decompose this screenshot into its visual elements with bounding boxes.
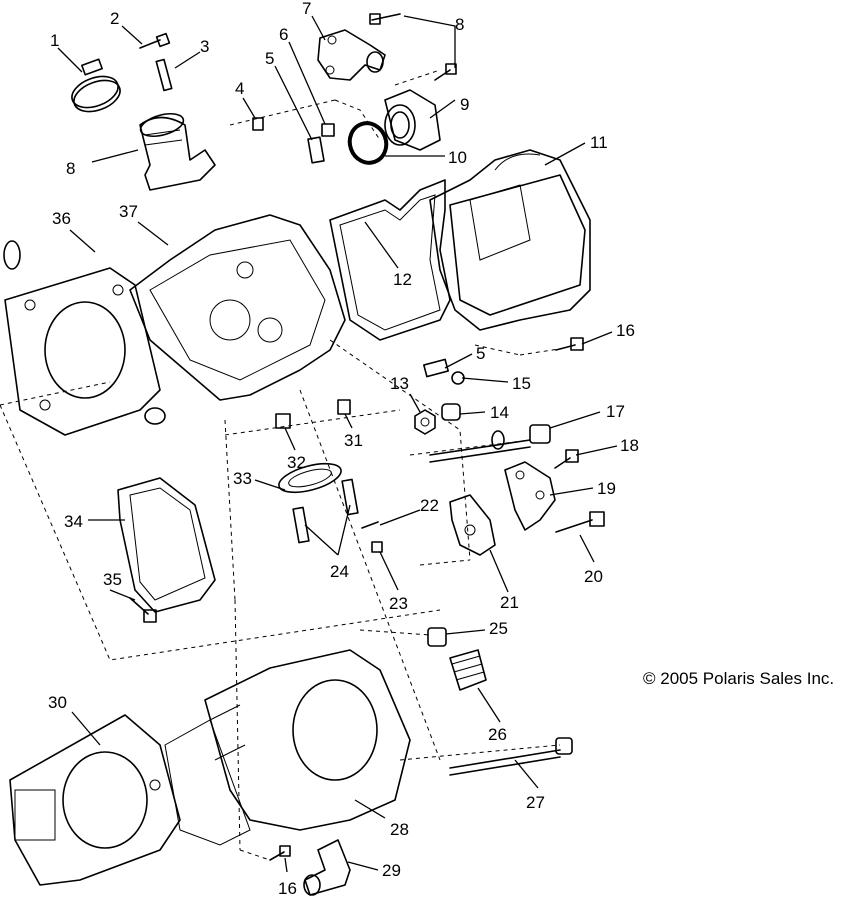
bolts-top-part (369, 13, 457, 81)
callout-label: 31 (344, 431, 363, 450)
lower-gasket-part (9, 714, 181, 886)
bolt-lower-part (129, 597, 157, 623)
callout-label: 10 (448, 148, 467, 167)
callout-label: 36 (52, 209, 71, 228)
callout-label: 26 (488, 725, 507, 744)
bolt-20-part (555, 511, 605, 533)
callout-label: 32 (287, 453, 306, 472)
callout-label: 5 (265, 49, 274, 68)
callout-label: 2 (110, 9, 119, 28)
callout-label: 15 (512, 374, 531, 393)
callout-label: 8 (66, 159, 75, 178)
callout-label: 23 (389, 594, 408, 613)
callout-label: 18 (620, 436, 639, 455)
callout-label: 13 (390, 374, 409, 393)
valve-keeper-part (361, 521, 383, 553)
cylinder-base-gasket-part (117, 477, 216, 613)
water-outlet-part (384, 89, 441, 151)
callout-label: 34 (64, 512, 83, 531)
bolt-bottom-part (269, 845, 291, 861)
callout-label: 4 (235, 79, 244, 98)
callout-label: 1 (50, 31, 59, 50)
callout-label: 8 (455, 15, 464, 34)
long-stud-part (449, 737, 573, 776)
dowel-25-part (427, 627, 447, 647)
cylinder-part (164, 649, 411, 846)
callout-label: 12 (393, 270, 412, 289)
bolt-right-part (555, 337, 584, 351)
callout-label: 3 (200, 37, 209, 56)
exhaust-gasket-part (278, 462, 342, 494)
valve-sleeve-part (307, 136, 325, 164)
bolt-18-part (554, 449, 579, 469)
callout-label: 20 (584, 567, 603, 586)
assembly-guide-lines (0, 69, 566, 861)
dowel-pin-part (252, 117, 264, 131)
bolt-part (139, 32, 171, 49)
nut-part (321, 123, 335, 137)
callout-label: 6 (279, 25, 288, 44)
thermostat-housing-part (317, 29, 386, 81)
callout-label: 29 (382, 861, 401, 880)
callout-label: 16 (616, 321, 635, 340)
callout-label: 11 (590, 133, 608, 152)
callout-label: 14 (490, 403, 509, 422)
callout-label: 17 (606, 402, 625, 421)
pin-and-fitting-part (275, 399, 351, 429)
callout-label: 16 (278, 879, 297, 898)
callout-label: 27 (526, 793, 545, 812)
o-ring-part (347, 121, 389, 165)
long-bolt-part (429, 424, 551, 463)
callout-label: 21 (500, 593, 519, 612)
leader-lines (57, 15, 618, 873)
callout-label: 5 (476, 344, 485, 363)
cylinder-head-part (129, 214, 346, 425)
rocker-arm-part (449, 494, 496, 556)
head-gasket-part (3, 240, 161, 436)
callout-label: 28 (390, 820, 409, 839)
stud-part (155, 58, 173, 92)
rocker-bracket-part (504, 461, 556, 531)
callout-label: 33 (233, 469, 252, 488)
valve-cover-gasket-part (329, 179, 451, 341)
coolant-elbow-part (303, 839, 351, 896)
exhaust-studs-part (292, 478, 359, 544)
cap-nut-part (441, 403, 461, 421)
callout-label: 37 (119, 202, 138, 221)
callout-label: 25 (489, 619, 508, 638)
callout-label: 35 (103, 570, 122, 589)
callout-label: 9 (460, 95, 469, 114)
callout-label: 22 (420, 496, 439, 515)
callout-labels: 1 2 3 4 5 6 7 8 9 10 11 12 5 15 13 14 17… (48, 0, 639, 898)
intake-boot-part (139, 112, 216, 191)
callout-label: 24 (330, 562, 349, 581)
sleeve-washer-part (423, 358, 465, 385)
flange-nut-part (414, 409, 436, 435)
fitting-26-part (449, 649, 487, 691)
callout-label: 7 (302, 0, 311, 18)
hose-clamp-part (71, 58, 121, 113)
callout-label: 19 (597, 479, 616, 498)
copyright-notice: © 2005 Polaris Sales Inc. (643, 669, 834, 688)
valve-cover-part (429, 149, 591, 331)
callout-label: 30 (48, 693, 67, 712)
